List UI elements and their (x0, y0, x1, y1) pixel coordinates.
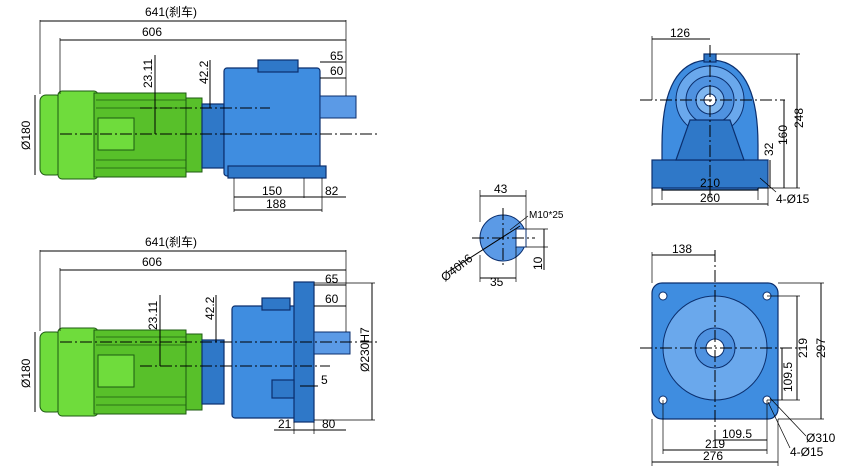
dim-flange-w2: 219 (705, 437, 725, 451)
shaft-section: 43 35 Ø40h6 M10*25 10 (438, 182, 564, 289)
terminal-box-2 (97, 354, 135, 388)
dim2-d2: 42.2 (203, 296, 217, 320)
dim-flange-pcd: Ø310 (806, 431, 836, 445)
motor2-flange (185, 333, 203, 411)
dim-k: 10 (531, 256, 545, 270)
dim-key-width: 43 (494, 182, 508, 196)
dim-flange-h3: 109.5 (781, 362, 795, 392)
output-shaft (319, 95, 357, 119)
gear-adapter-2 (201, 339, 225, 405)
dim-b2: 80 (322, 417, 336, 431)
gearbox2-housing (231, 305, 301, 419)
dim2-h2: 60 (325, 292, 339, 306)
dim-length: 606 (142, 25, 162, 39)
flange-spigot (271, 379, 295, 399)
dim-front-w2: 210 (700, 176, 720, 190)
dim-shaft-35: 35 (490, 275, 504, 289)
gearbox2-top-lug (261, 297, 291, 311)
gearbox-top-lug (257, 59, 299, 73)
dim2-h1: 65 (325, 272, 339, 286)
dim-base2: 188 (266, 197, 286, 211)
dim-flange-holes: 4-Ø15 (790, 445, 824, 459)
dim-b1: 21 (278, 417, 292, 431)
dim-flange-w3: 276 (703, 449, 723, 463)
dim-d2: 42.2 (197, 60, 211, 84)
dim-flange-h1: 219 (796, 338, 810, 358)
dim-tap: M10*25 (529, 210, 564, 221)
output-shaft-2 (313, 331, 351, 355)
dim-h2: 60 (330, 64, 344, 78)
dim-front-w1: 126 (670, 26, 690, 40)
dim-front-h2: 248 (792, 108, 806, 128)
dim-h1: 65 (330, 49, 344, 63)
dim-s5: 5 (321, 373, 328, 387)
motor2-brake-cover (57, 327, 99, 417)
dim2-overall-length: 641(刹车) (145, 234, 197, 249)
output-flange (293, 281, 315, 423)
dim-flange-h2: 297 (814, 338, 828, 358)
bolt-hole-tl (658, 291, 668, 301)
dim-flange-w4: 109.5 (722, 427, 752, 441)
dim-d1: 23.11 (141, 59, 155, 88)
gearbox-foot (227, 165, 327, 179)
bottom-side-view: 641(刹车) 606 65 60 Ø180 23.11 42.2 Ø230H7… (19, 234, 380, 434)
dim-front-h1: 160 (776, 125, 790, 145)
dim-base1: 150 (262, 184, 282, 198)
dim-base3: 82 (325, 184, 339, 198)
dim-motor-diameter: Ø180 (19, 120, 33, 150)
gear-adapter (201, 103, 225, 169)
gearbox-housing (223, 67, 321, 177)
dim2-length: 606 (142, 255, 162, 269)
dim-shaft-diameter: Ø40h6 (438, 251, 475, 284)
dim-flange-diameter: Ø230H7 (358, 327, 372, 372)
top-front-view: 126 210 260 248 160 32 4-Ø15 (640, 26, 810, 206)
top-side-view: 641(刹车) 606 65 60 Ø180 23.11 42.2 150 82… (19, 4, 380, 212)
dim-front-h3: 32 (762, 142, 776, 156)
bottom-front-view: 138 219 297 109.5 109.5 219 276 Ø310 4-Ø… (640, 242, 836, 466)
dim2-motor-diameter: Ø180 (19, 358, 33, 388)
dim2-d1: 23.11 (146, 301, 160, 330)
dim-flange-w1: 138 (672, 242, 692, 256)
dim-overall-length: 641(刹车) (145, 4, 197, 19)
dim-front-w3: 260 (700, 191, 720, 205)
motor-brake-cover (57, 90, 99, 180)
motor-flange (185, 97, 203, 173)
dim-front-holes: 4-Ø15 (776, 192, 810, 206)
